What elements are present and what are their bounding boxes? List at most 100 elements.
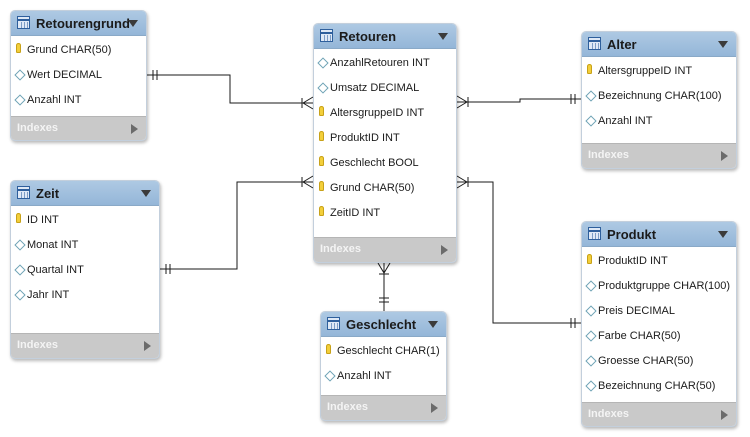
column-row[interactable]: AnzahlRetouren INT — [314, 54, 456, 79]
table-title: Geschlecht — [346, 317, 417, 332]
diamond-icon — [14, 264, 26, 276]
table-retourengrund[interactable]: Retourengrund Grund CHAR(50) Wert DECIMA… — [10, 10, 147, 141]
table-header[interactable]: Produkt — [582, 222, 736, 247]
column-row[interactable]: Geschlecht CHAR(1) — [321, 342, 446, 367]
collapse-arrow-icon[interactable] — [128, 20, 138, 27]
key-icon — [326, 344, 331, 354]
table-icon — [588, 227, 601, 240]
key-icon — [319, 156, 324, 166]
expand-arrow-icon[interactable] — [131, 124, 138, 134]
column-label: Wert DECIMAL — [27, 69, 102, 81]
column-row[interactable]: ProduktID INT — [582, 252, 736, 277]
table-header[interactable]: Geschlecht — [321, 312, 446, 337]
key-icon — [587, 64, 592, 74]
column-row[interactable]: ZeitID INT — [314, 204, 456, 229]
column-label: Anzahl INT — [337, 370, 392, 382]
table-icon — [588, 37, 601, 50]
collapse-arrow-icon[interactable] — [428, 321, 438, 328]
table-icon — [327, 317, 340, 330]
table-zeit[interactable]: Zeit ID INT Monat INT Quartal INT Jahr I… — [10, 180, 160, 359]
column-row[interactable]: Bezeichnung CHAR(50) — [582, 377, 736, 402]
column-label: Anzahl INT — [598, 115, 653, 127]
column-row[interactable]: Jahr INT — [11, 286, 159, 311]
column-row[interactable]: Anzahl INT — [11, 91, 146, 116]
column-row[interactable]: Preis DECIMAL — [582, 302, 736, 327]
column-row[interactable]: Grund CHAR(50) — [314, 179, 456, 204]
column-row[interactable]: Wert DECIMAL — [11, 66, 146, 91]
table-header[interactable]: Zeit — [11, 181, 159, 206]
expand-arrow-icon[interactable] — [721, 410, 728, 420]
expand-arrow-icon[interactable] — [144, 341, 151, 351]
column-list: Grund CHAR(50) Wert DECIMAL Anzahl INT — [11, 36, 146, 116]
column-row[interactable]: Anzahl INT — [582, 112, 736, 137]
column-row[interactable]: AltersgruppeID INT — [314, 104, 456, 129]
diamond-icon — [317, 57, 329, 69]
table-header[interactable]: Retouren — [314, 24, 456, 49]
relationship-retouren-zeit — [160, 175, 314, 274]
column-row[interactable]: Produktgruppe CHAR(100) — [582, 277, 736, 302]
table-title: Retouren — [339, 29, 397, 44]
collapse-arrow-icon[interactable] — [718, 41, 728, 48]
column-row[interactable]: Farbe CHAR(50) — [582, 327, 736, 352]
table-geschlecht[interactable]: Geschlecht Geschlecht CHAR(1) Anzahl INT… — [320, 311, 447, 421]
indexes-section[interactable]: Indexes — [582, 402, 736, 426]
column-label: Monat INT — [27, 239, 79, 251]
indexes-section[interactable]: Indexes — [314, 237, 456, 262]
collapse-arrow-icon[interactable] — [141, 190, 151, 197]
column-label: ProduktID INT — [330, 132, 400, 144]
column-row[interactable]: ID INT — [11, 211, 159, 236]
column-label: Grund CHAR(50) — [330, 182, 415, 194]
column-list: ProduktID INT Produktgruppe CHAR(100) Pr… — [582, 247, 736, 402]
column-row[interactable]: Bezeichnung CHAR(100) — [582, 87, 736, 112]
table-title: Retourengrund — [36, 16, 130, 31]
table-header[interactable]: Retourengrund — [11, 11, 146, 36]
column-label: Anzahl INT — [27, 94, 82, 106]
expand-arrow-icon[interactable] — [721, 151, 728, 161]
diamond-icon — [317, 82, 329, 94]
column-label: Bezeichnung CHAR(100) — [598, 90, 722, 102]
diamond-icon — [585, 280, 597, 292]
column-row[interactable]: Monat INT — [11, 236, 159, 261]
column-row[interactable]: Geschlecht BOOL — [314, 154, 456, 179]
column-row[interactable]: Umsatz DECIMAL — [314, 79, 456, 104]
indexes-label: Indexes — [588, 408, 629, 420]
column-label: Produktgruppe CHAR(100) — [598, 280, 731, 292]
column-row[interactable]: Anzahl INT — [321, 367, 446, 392]
column-label: Umsatz DECIMAL — [330, 82, 420, 94]
indexes-section[interactable]: Indexes — [11, 333, 159, 358]
diamond-icon — [585, 380, 597, 392]
diamond-icon — [14, 289, 26, 301]
table-title: Produkt — [607, 227, 657, 242]
key-icon — [319, 206, 324, 216]
diamond-icon — [585, 305, 597, 317]
table-retouren[interactable]: Retouren AnzahlRetouren INT Umsatz DECIM… — [313, 23, 457, 263]
table-alter[interactable]: Alter AltersgruppeID INT Bezeichnung CHA… — [581, 31, 737, 169]
diamond-icon — [324, 370, 336, 382]
relationship-retouren-retourengrund — [147, 70, 314, 110]
expand-arrow-icon[interactable] — [441, 245, 448, 255]
diamond-icon — [14, 239, 26, 251]
table-header[interactable]: Alter — [582, 32, 736, 57]
column-row[interactable]: Grund CHAR(50) — [11, 41, 146, 66]
indexes-label: Indexes — [327, 401, 368, 413]
collapse-arrow-icon[interactable] — [718, 231, 728, 238]
column-row[interactable]: ProduktID INT — [314, 129, 456, 154]
indexes-section[interactable]: Indexes — [582, 143, 736, 168]
column-row[interactable]: Groesse CHAR(50) — [582, 352, 736, 377]
key-icon — [587, 254, 592, 264]
table-produkt[interactable]: Produkt ProduktID INT Produktgruppe CHAR… — [581, 221, 737, 427]
column-label: Grund CHAR(50) — [27, 44, 112, 56]
column-label: ID INT — [27, 214, 59, 226]
column-label: Preis DECIMAL — [598, 305, 676, 317]
collapse-arrow-icon[interactable] — [438, 33, 448, 40]
column-row[interactable]: AltersgruppeID INT — [582, 62, 736, 87]
expand-arrow-icon[interactable] — [431, 403, 438, 413]
table-title: Alter — [607, 37, 637, 52]
column-row[interactable]: Quartal INT — [11, 261, 159, 286]
table-icon — [17, 186, 30, 199]
indexes-section[interactable]: Indexes — [11, 116, 146, 140]
indexes-section[interactable]: Indexes — [321, 395, 446, 420]
table-icon — [17, 16, 30, 29]
indexes-label: Indexes — [17, 122, 58, 134]
